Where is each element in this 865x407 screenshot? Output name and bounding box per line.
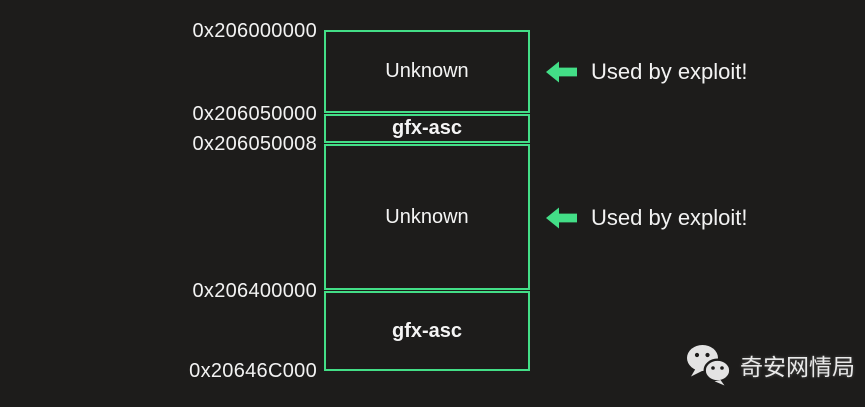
region-label: gfx-asc	[391, 319, 463, 342]
watermark: 奇安网情局	[686, 344, 855, 386]
brand-text: 奇安网情局	[740, 354, 855, 380]
address-label-0x206050008: 0x206050008	[192, 133, 317, 155]
address-label-0x20646C000: 0x20646C000	[189, 360, 317, 382]
region-label: Unknown	[385, 205, 469, 228]
address-label-0x206000000: 0x206000000	[192, 20, 317, 42]
address-label-0x206400000: 0x206400000	[192, 280, 317, 302]
annotation-text: Used by exploit!	[591, 59, 748, 84]
annotation-text: Used by exploit!	[591, 205, 748, 230]
annotation-exploit-2: Used by exploit!	[546, 203, 748, 233]
left-arrow-icon	[546, 61, 577, 83]
left-arrow-icon	[546, 207, 577, 229]
memory-region-unknown-1: Unknown	[324, 30, 530, 113]
memory-region-gfx-asc-1: gfx-asc	[324, 114, 530, 143]
wechat-icon	[687, 345, 732, 386]
memory-region-gfx-asc-2: gfx-asc	[324, 291, 530, 371]
annotation-exploit-1: Used by exploit!	[546, 57, 748, 87]
memory-box: Unknown gfx-asc Unknown gfx-asc	[324, 30, 530, 371]
address-label-0x206050000: 0x206050000	[192, 103, 317, 125]
region-label: Unknown	[385, 60, 469, 82]
region-label: gfx-asc	[391, 117, 463, 139]
memory-region-unknown-2: Unknown	[324, 144, 530, 290]
